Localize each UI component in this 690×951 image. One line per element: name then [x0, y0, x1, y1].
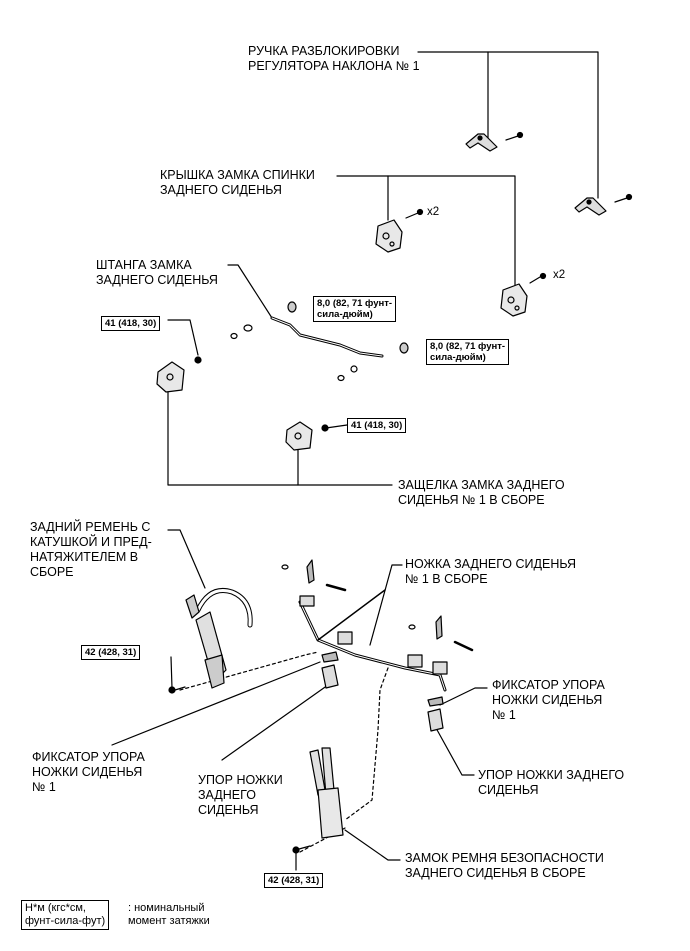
legend-units-box: Н*м (кгс*см, фунт-сила-фут) [21, 900, 110, 930]
label-leg-stopper-right: УПОР НОЖКИ ЗАДНЕГО СИДЕНЬЯ [478, 768, 625, 797]
quantity-cover-left: x2 [427, 206, 440, 218]
label-leg-assembly: НОЖКА ЗАДНЕГО СИДЕНЬЯ № 1 В СБОРЕ [405, 557, 577, 586]
label-rear-belt: ЗАДНИЙ РЕМЕНЬ С КАТУШКОЙ И ПРЕД- НАТЯЖИТ… [30, 520, 152, 579]
leg-stopper-left [321, 651, 339, 689]
release-handle-left [465, 131, 524, 152]
label-leg-stopper-retainer-left: ФИКСАТОР УПОРА НОЖКИ СИДЕНЬЯ № 1 [32, 750, 145, 794]
label-buckle-assembly: ЗАМОК РЕМНЯ БЕЗОПАСНОСТИ ЗАДНЕГО СИДЕНЬЯ… [405, 851, 604, 880]
rear-seat-leg-assembly [281, 559, 474, 692]
torque-rod-nut-upper: 8,0 (82, 71 фунт- сила-дюйм) [313, 296, 397, 322]
label-release-handle: РУЧКА РАЗБЛОКИРОВКИ РЕГУЛЯТОРА НАКЛОНА №… [248, 44, 420, 73]
quantity-cover-right: x2 [553, 269, 566, 281]
torque-buckle-bolt: 42 (428, 31) [264, 873, 324, 888]
label-leg-stopper-left: УПОР НОЖКИ ЗАДНЕГО СИДЕНЬЯ [198, 773, 283, 817]
release-handle-right [574, 193, 633, 216]
striker-right [285, 421, 329, 451]
torque-rod-nut-lower: 8,0 (82, 71 фунт- сила-дюйм) [426, 339, 510, 365]
label-leg-stopper-retainer-right: ФИКСАТОР УПОРА НОЖКИ СИДЕНЬЯ № 1 [492, 678, 605, 722]
legend-meaning: : номинальный момент затяжки [128, 902, 210, 927]
label-lock-cover: КРЫШКА ЗАМКА СПИНКИ ЗАДНЕГО СИДЕНЬЯ [160, 168, 315, 197]
striker-left [156, 356, 202, 393]
label-lock-rod: ШТАНГА ЗАМКА ЗАДНЕГО СИДЕНЬЯ [96, 258, 218, 287]
lock-cover-right [500, 272, 547, 317]
torque-striker-right: 41 (418, 30) [347, 418, 407, 433]
seat-belt-buckle [292, 747, 344, 854]
torque-belt-bolt: 42 (428, 31) [81, 645, 141, 660]
rear-belt-retractor [168, 588, 253, 694]
label-striker-assembly: ЗАЩЕЛКА ЗАМКА ЗАДНЕГО СИДЕНЬЯ № 1 В СБОР… [398, 478, 565, 507]
lock-rod [230, 301, 409, 382]
leg-stopper-right [427, 696, 444, 732]
lock-cover-left [375, 208, 424, 253]
torque-striker-left: 41 (418, 30) [101, 316, 161, 331]
